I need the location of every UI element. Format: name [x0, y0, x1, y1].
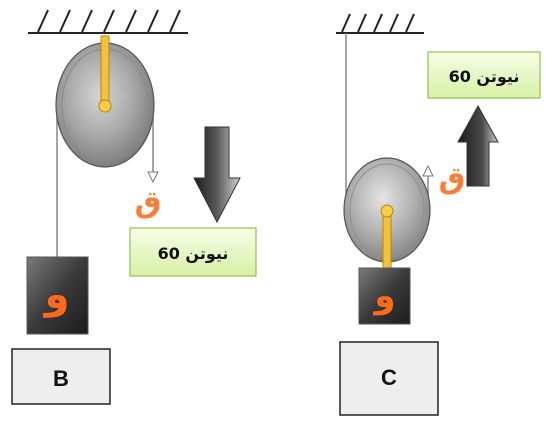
force-arrow-down-icon [193, 126, 241, 224]
weight-symbol: و [43, 272, 70, 318]
force-value-label: 60 نيوتن [158, 244, 229, 263]
panel-label-box [339, 341, 439, 416]
panel-label-c: C [381, 365, 397, 390]
weight-block-icon [358, 267, 411, 325]
weight-symbol: و [372, 276, 395, 316]
ceiling-hatch-icon [28, 9, 188, 34]
axle-pin [98, 99, 112, 113]
axle-pin [380, 204, 394, 218]
force-value-box [129, 227, 257, 277]
force-value-box [427, 51, 541, 99]
panel-label-box [11, 348, 111, 405]
ceiling-hatch-icon [336, 13, 424, 34]
weight-block-icon [26, 256, 89, 335]
axle-bar [100, 35, 110, 107]
panel-c: و ق 60 نيوتن C [336, 13, 541, 416]
force-arrow-up-icon [457, 104, 499, 187]
rope-end-arrow-icon [422, 164, 434, 177]
rope-end-arrow-icon [147, 171, 159, 184]
force-symbol: ق [135, 185, 162, 220]
force-symbol: ق [439, 161, 466, 196]
force-value-label: 60 نيوتن [449, 67, 520, 86]
panel-b: و ق 60 نيوتن B [11, 9, 257, 405]
panel-label-b: B [53, 366, 69, 391]
